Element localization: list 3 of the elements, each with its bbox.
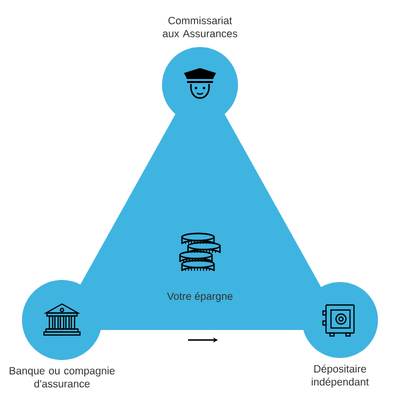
node-label: Commissariat aux Assurances (162, 16, 238, 38)
node-label: Dépositaire indépendant (312, 364, 369, 388)
node-label: Banque ou compagnie d'assurance (10, 366, 115, 388)
